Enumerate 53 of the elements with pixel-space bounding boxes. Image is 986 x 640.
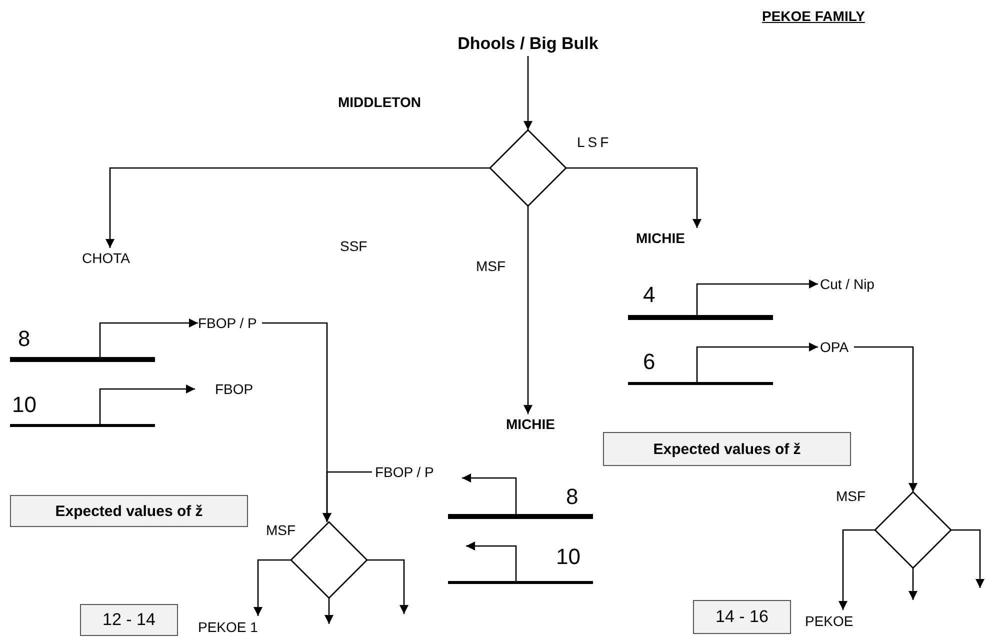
arrow [951, 529, 984, 588]
mesh-bar [448, 514, 593, 519]
arrow [908, 568, 918, 600]
mesh-number: 8 [566, 484, 578, 510]
section-label: MSF [266, 522, 296, 538]
arrow [99, 318, 198, 357]
arrow [324, 598, 334, 624]
mesh-bar [628, 382, 773, 385]
arrow [254, 559, 291, 616]
source-label: Dhools / Big Bulk [428, 32, 628, 56]
grade-label: Cut / Nip [818, 274, 898, 294]
arrow [524, 206, 532, 414]
arrow [462, 474, 517, 514]
mesh-number: 8 [18, 326, 30, 352]
arrow [322, 471, 372, 522]
grade-label: CHOTA [82, 248, 162, 268]
machine-label: MIDDLETON [338, 94, 421, 110]
grade-label: OPA [818, 337, 854, 357]
machine-label: MICHIE [636, 228, 716, 248]
grade-label: PEKOE [805, 610, 880, 632]
mesh-number: 10 [12, 392, 36, 418]
mesh-bar [10, 357, 155, 362]
mesh-number: 6 [643, 349, 656, 375]
arrow [524, 56, 532, 130]
arrow [696, 342, 818, 382]
arrow [99, 384, 195, 424]
edge-label: MSF [476, 258, 506, 274]
arrow [838, 529, 875, 610]
grade-label: FBOP [195, 379, 280, 399]
grade-label: FBOP / P [198, 313, 262, 333]
section-label: MSF [836, 488, 866, 504]
arrow [466, 542, 517, 581]
grade-label: FBOP / P [372, 462, 462, 482]
mesh-bar [628, 315, 773, 320]
arrow [566, 167, 702, 228]
arrow [696, 280, 818, 315]
range-box: 12 - 14 [80, 604, 178, 636]
note-box: Expected values of ž [603, 432, 851, 466]
grade-label: PEKOE 1 [198, 616, 283, 638]
decision-diamond [490, 130, 566, 206]
range-box: 14 - 16 [693, 600, 791, 634]
mesh-number: 4 [643, 282, 656, 308]
diagram-title: PEKOE FAMILY [762, 8, 865, 24]
sieve-label: SSF [340, 238, 368, 254]
arrow [854, 346, 918, 492]
mesh-bar [448, 581, 593, 584]
machine-label: MICHIE [506, 414, 586, 434]
arrow [367, 559, 408, 614]
mesh-number: 10 [556, 544, 580, 570]
note-box: Expected values of ž [10, 495, 248, 527]
mesh-bar [10, 424, 155, 427]
arrow [106, 167, 490, 248]
decision-diamond [875, 492, 951, 568]
